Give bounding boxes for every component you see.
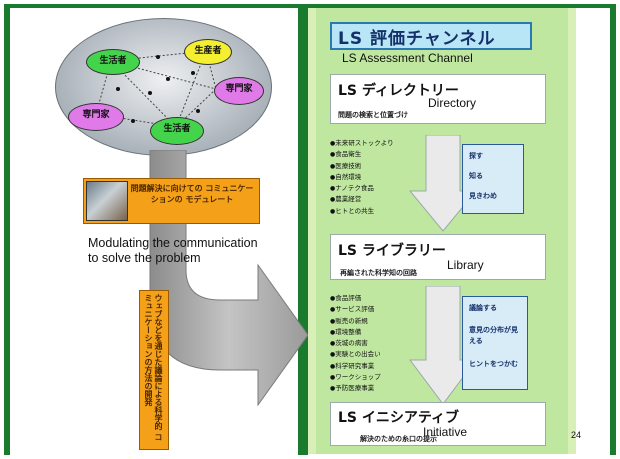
divider-bar <box>298 8 308 455</box>
library-bullet-item: 食品評価 <box>330 293 422 304</box>
link-dot <box>148 91 152 95</box>
library-box <box>330 234 546 280</box>
action-know: 知る <box>469 172 483 180</box>
library-bullet-item: 予防医療事業 <box>330 383 422 394</box>
directory-box <box>330 74 546 124</box>
library-bullet-item: サービス評価 <box>330 304 422 315</box>
directory-title-jp: LS ディレクトリー <box>338 83 459 99</box>
link-dot <box>166 77 170 81</box>
initiative-title-jp: LS イニシアティブ <box>338 410 460 426</box>
down-arrow-1 <box>408 135 478 232</box>
link-dot <box>156 55 160 59</box>
top-bar <box>4 4 616 8</box>
initiative-box <box>330 402 546 446</box>
action-search: 探す <box>469 152 483 160</box>
link-dot <box>131 119 135 123</box>
library-bullet-item: 茨城の病害 <box>330 338 422 349</box>
directory-bullet-item: 医療技術 <box>330 161 420 172</box>
initiative-subtitle: 解決のための糸口の提示 <box>360 435 437 443</box>
channel-title-jp: LS 評価チャンネル <box>338 29 496 49</box>
directory-bullet-item: ナノテク食品 <box>330 183 420 194</box>
node-expert-2: 専門家 <box>68 103 124 131</box>
action-discern: 見きわめ <box>469 192 497 200</box>
library-bullet-item: 環境整備 <box>330 327 422 338</box>
method-box-text: ウェブなどを通じた議論による科学的 コミュニケーションの方法の開発 <box>144 294 163 441</box>
directory-bullet-item: ヒトとの共生 <box>330 206 420 217</box>
caption-modulating: Modulating the communication to solve th… <box>88 236 258 265</box>
library-bullet-item: 実験との出会い <box>330 349 422 360</box>
directory-bullet-item: 食品衛生 <box>330 149 420 160</box>
directory-subtitle: 問題の検索と位置づけ <box>338 111 408 119</box>
action-see-opinions: 意見の分布が見える <box>469 326 518 345</box>
directory-bullet-list: 未来研ストックより 食品衛生 医療技術 自然環境 ナノテク食品 農業経営 ヒトと… <box>330 138 420 217</box>
modulation-box-text: 問題解決に向けての コミュニケーションの モデュレート <box>130 184 254 204</box>
network-oval: 生活者 生産者 専門家 専門家 生活者 <box>55 18 272 156</box>
library-title-en: Library <box>447 258 484 272</box>
node-consumer-2: 生活者 <box>150 117 204 145</box>
link-dot <box>116 87 120 91</box>
meeting-photo <box>86 181 128 221</box>
library-bullet-item: ワークショップ <box>330 372 422 383</box>
action-discuss: 議論する <box>469 304 497 312</box>
directory-title-en: Directory <box>428 96 477 110</box>
channel-title-box <box>330 22 532 50</box>
node-consumer-1: 生活者 <box>86 49 140 75</box>
method-box <box>139 290 169 450</box>
node-producer: 生産者 <box>184 39 232 65</box>
channel-title-en: LS Assessment Channel <box>342 51 473 65</box>
action-get-hints: ヒントをつかむ <box>469 360 518 368</box>
link-dot <box>191 71 195 75</box>
down-arrow-2 <box>409 286 477 405</box>
directory-actions-box: 探す 知る 見きわめ <box>462 144 524 214</box>
directory-bullet-item: 未来研ストックより <box>330 138 420 149</box>
library-actions-box: 議論する 意見の分布が見える ヒントをつかむ <box>462 296 528 390</box>
library-bullet-item: 科学研究事業 <box>330 361 422 372</box>
library-title-jp: LS ライブラリー <box>338 243 446 259</box>
node-expert-1: 専門家 <box>214 77 264 105</box>
directory-bullet-item: 自然環境 <box>330 172 420 183</box>
directory-bullet-item: 農業経営 <box>330 194 420 205</box>
library-bullet-list: 食品評価 サービス評価 販売の新規 環境整備 茨城の病害 実験との出会い 科学研… <box>330 293 422 395</box>
link-dot <box>196 109 200 113</box>
library-bullet-item: 販売の新規 <box>330 316 422 327</box>
initiative-title-en: Initiative <box>423 425 468 439</box>
page-number: 24 <box>571 430 582 440</box>
library-subtitle: 再編された科学知の回路 <box>340 269 417 277</box>
